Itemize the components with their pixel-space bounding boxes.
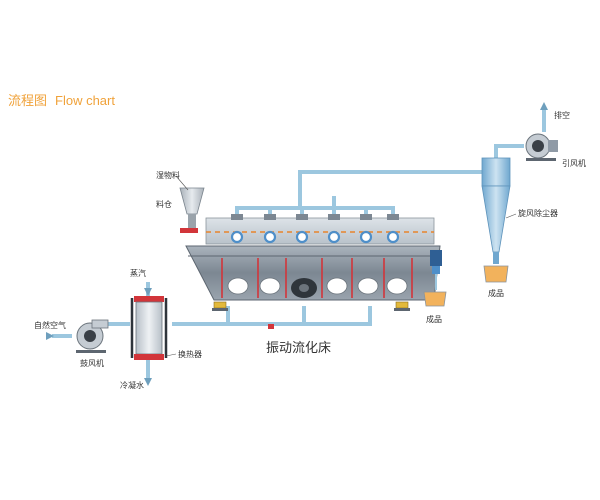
title-en: Flow chart xyxy=(55,93,115,108)
arrow-condensate xyxy=(144,378,152,386)
cyclone-barrel xyxy=(481,157,511,187)
hood-port-1 xyxy=(230,230,244,244)
hx-body xyxy=(135,301,163,355)
hood-port-5 xyxy=(359,230,373,244)
plenum-window-5 xyxy=(386,277,408,295)
fan-motor xyxy=(548,140,558,152)
tray-body xyxy=(423,291,447,307)
label-condensate: 冷凝水 xyxy=(120,380,144,390)
label-wet-material: 湿物料 xyxy=(156,170,180,180)
heat-exchanger xyxy=(130,296,168,360)
hx-frame-top xyxy=(134,296,164,302)
label-product-cyclone: 成品 xyxy=(488,288,504,298)
exhaust-branch-pipe xyxy=(235,206,395,214)
hopper-neck xyxy=(188,214,196,228)
label-bed-name: 振动流化床 xyxy=(266,341,331,356)
plenum-windows xyxy=(227,277,408,295)
arrow-exhaust xyxy=(540,102,548,110)
bed-product-tray xyxy=(423,274,447,307)
vibration-motor xyxy=(291,278,317,298)
label-cyclone: 旋风除尘器 xyxy=(518,208,558,218)
blower-outlet xyxy=(91,319,109,329)
flow-arrows xyxy=(46,102,548,386)
fan-base xyxy=(526,158,556,161)
plenum-window-2 xyxy=(259,277,281,295)
hood-port-6 xyxy=(386,230,400,244)
cyclone-separator xyxy=(481,157,511,264)
title-zh: 流程图 xyxy=(8,94,48,109)
motor-hub xyxy=(299,284,309,292)
cyclone-to-fan-pipe xyxy=(494,144,524,158)
induced-draft-fan xyxy=(525,133,558,161)
blower-base xyxy=(76,350,106,353)
fan-impeller xyxy=(532,140,544,152)
bed-discharge-cap xyxy=(430,250,442,266)
bed-supports xyxy=(213,301,409,309)
plenum-window-4 xyxy=(357,277,379,295)
hood-outlet-2 xyxy=(264,214,276,220)
cyclone-product-bin xyxy=(483,265,509,283)
cyclone-cone xyxy=(481,185,511,253)
label-product-bed: 成品 xyxy=(426,314,442,324)
hood-outlets xyxy=(231,214,399,220)
hood-outlet-3 xyxy=(296,214,308,220)
hood-port-2 xyxy=(263,230,277,244)
label-natural-air: 自然空气 xyxy=(34,320,66,330)
pipes xyxy=(52,108,546,380)
arrow-natural-air xyxy=(46,332,54,340)
blower-pipe xyxy=(52,322,130,338)
wet-material-leader xyxy=(175,175,189,191)
label-blower: 鼓风机 xyxy=(80,358,104,368)
hopper xyxy=(179,187,205,233)
hood-ports xyxy=(230,230,400,244)
support-1 xyxy=(213,301,227,309)
plenum-window-1 xyxy=(227,277,249,295)
exhaust-header-pipe xyxy=(298,170,488,196)
hood-outlet-4 xyxy=(328,214,340,220)
plenum-window-3 xyxy=(326,277,348,295)
support-feet xyxy=(212,308,410,311)
hopper-body xyxy=(179,187,205,215)
hood-outlet-6 xyxy=(387,214,399,220)
hood-outlet-1 xyxy=(231,214,243,220)
support-2 xyxy=(395,301,409,309)
hx-frame-bottom xyxy=(134,354,164,360)
foot-1 xyxy=(212,308,228,311)
blower-fan xyxy=(76,319,109,353)
cyclone-outlet xyxy=(493,252,499,264)
hood-port-4 xyxy=(327,230,341,244)
label-hopper: 料仓 xyxy=(156,199,172,209)
bed-red-marker xyxy=(268,324,274,329)
hot-air-pipe xyxy=(172,306,372,326)
bed-partitions xyxy=(221,258,413,298)
arrow-steam xyxy=(144,288,152,296)
hood-outlet-5 xyxy=(360,214,372,220)
bin-body xyxy=(483,265,509,283)
foot-2 xyxy=(394,308,410,311)
blower-impeller xyxy=(84,330,96,342)
hx-leader xyxy=(165,353,177,357)
label-induced-fan: 引风机 xyxy=(562,158,586,168)
bed-discharge-chute xyxy=(432,266,440,274)
label-exhaust: 排空 xyxy=(554,110,570,120)
cyclone-leader xyxy=(505,213,517,219)
diagram-title: 流程图 Flow chart xyxy=(8,90,115,109)
label-heat-exchanger: 换热器 xyxy=(178,349,202,359)
hood-port-3 xyxy=(295,230,309,244)
label-steam: 蒸汽 xyxy=(130,268,146,278)
hopper-feed-valve xyxy=(180,228,198,233)
vibrating-fluid-bed xyxy=(185,214,442,329)
